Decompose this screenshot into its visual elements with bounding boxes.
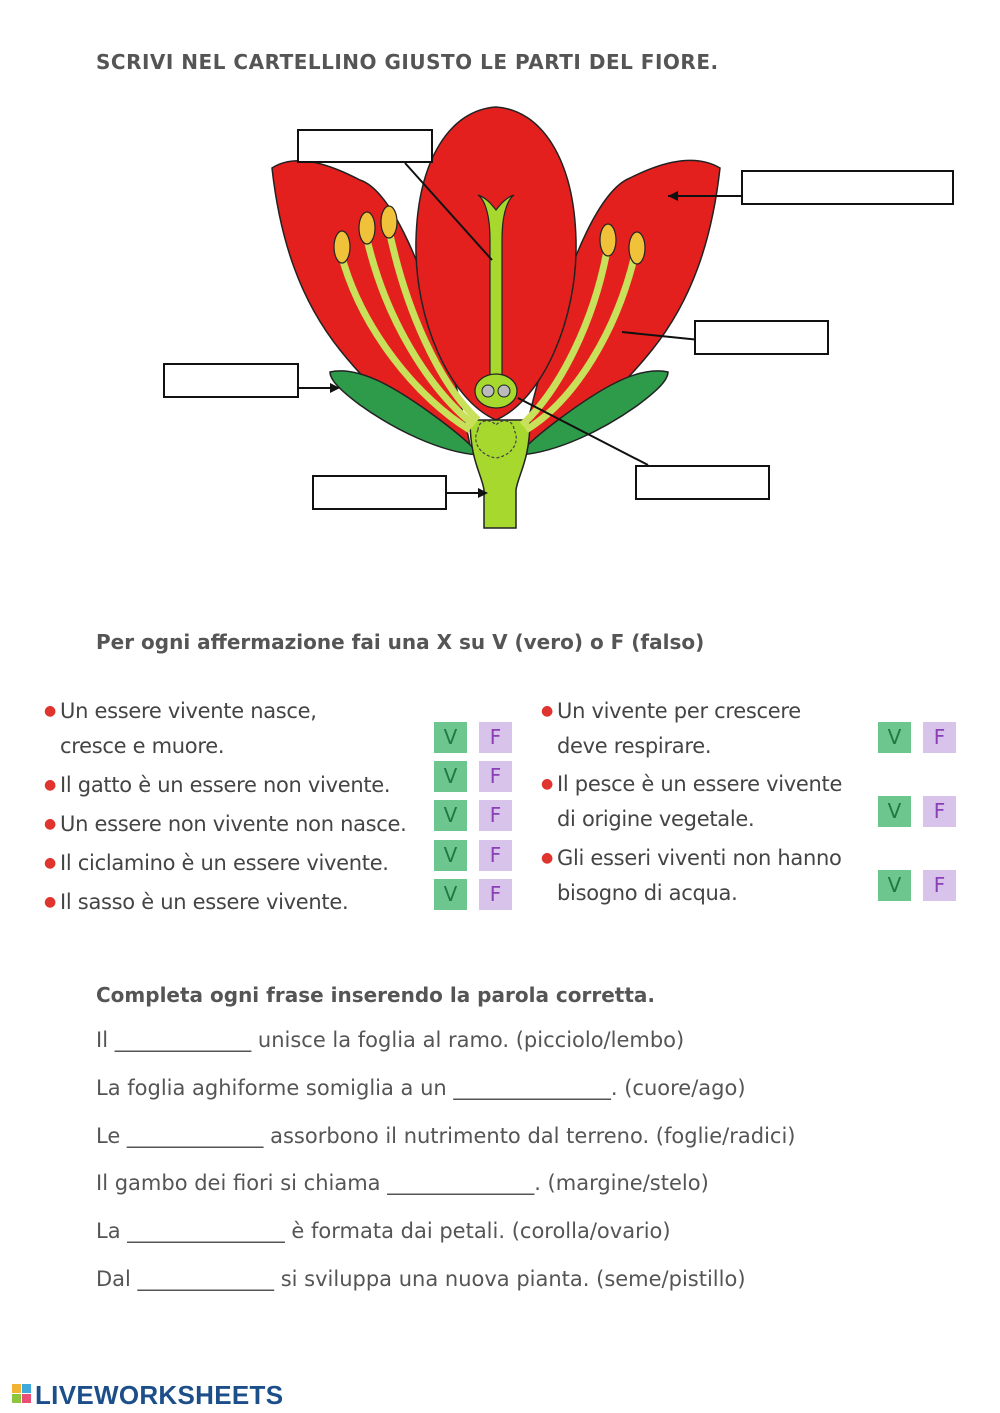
ovary (474, 373, 518, 409)
tf-statement: ● Un vivente per crescere deve respirare… (541, 694, 801, 764)
false-button[interactable]: F (479, 761, 512, 792)
logo-text: LIVEWORKSHEETS (35, 1380, 284, 1410)
anther (599, 223, 617, 257)
anther (628, 231, 646, 265)
true-button[interactable]: V (434, 879, 467, 910)
anther (333, 230, 351, 264)
true-button[interactable]: V (434, 840, 467, 871)
false-button[interactable]: F (923, 722, 956, 753)
tf-statement: ● Gli esseri viventi non hanno bisogno d… (541, 841, 842, 911)
tf-statement: ● Il pesce è un essere vivente di origin… (541, 767, 842, 837)
false-button[interactable]: F (479, 879, 512, 910)
bullet-icon: ● (541, 776, 553, 792)
fill-sentence[interactable]: Le _____________ assorbono il nutrimento… (96, 1124, 796, 1148)
bullet-icon: ● (44, 703, 56, 719)
worksheet-title: SCRIVI NEL CARTELLINO GIUSTO LE PARTI DE… (96, 50, 719, 74)
flower-diagram (271, 106, 742, 529)
logo-cube-icon (12, 1384, 32, 1404)
pistil (477, 194, 515, 379)
tf-statement: ● Un essere vivente nasce, cresce e muor… (44, 694, 317, 764)
label-box-petal[interactable] (741, 170, 954, 205)
true-button[interactable]: V (878, 722, 911, 753)
label-box-sepal[interactable] (163, 363, 299, 398)
fill-sentence[interactable]: La foglia aghiforme somiglia a un ______… (96, 1076, 746, 1100)
tf-statement: ● Il sasso è un essere vivente. (44, 885, 349, 920)
true-button[interactable]: V (878, 870, 911, 901)
anther (380, 205, 398, 239)
tf-statement: ● Un essere non vivente non nasce. (44, 807, 407, 842)
label-box-stamen[interactable] (694, 320, 829, 355)
bullet-icon: ● (44, 855, 56, 871)
fill-sentence[interactable]: La _______________ è formata dai petali.… (96, 1219, 671, 1243)
tf-statement: ● Il gatto è un essere non vivente. (44, 768, 391, 803)
true-button[interactable]: V (434, 722, 467, 753)
true-button[interactable]: V (434, 761, 467, 792)
false-button[interactable]: F (923, 870, 956, 901)
bullet-icon: ● (44, 777, 56, 793)
complete-heading: Completa ogni frase inserendo la parola … (96, 983, 656, 1007)
fill-sentence[interactable]: Il gambo dei fiori si chiama ___________… (96, 1171, 709, 1195)
false-button[interactable]: F (923, 796, 956, 827)
label-box-ovary[interactable] (635, 465, 770, 500)
bullet-icon: ● (44, 894, 56, 910)
label-box-stem[interactable] (312, 475, 447, 510)
stem (469, 419, 531, 529)
false-button[interactable]: F (479, 722, 512, 753)
fill-sentence[interactable]: Il _____________ unisce la foglia al ram… (96, 1028, 685, 1052)
bullet-icon: ● (541, 850, 553, 866)
tf-heading: Per ogni affermazione fai una X su V (ve… (96, 630, 705, 654)
tf-statement: ● Il ciclamino è un essere vivente. (44, 846, 389, 881)
true-button[interactable]: V (434, 800, 467, 831)
false-button[interactable]: F (479, 800, 512, 831)
label-box-pistil[interactable] (297, 129, 433, 163)
anther (358, 211, 376, 245)
bullet-icon: ● (44, 816, 56, 832)
bullet-icon: ● (541, 703, 553, 719)
fill-sentence[interactable]: Dal _____________ si sviluppa una nuova … (96, 1267, 746, 1291)
true-button[interactable]: V (878, 796, 911, 827)
false-button[interactable]: F (479, 840, 512, 871)
